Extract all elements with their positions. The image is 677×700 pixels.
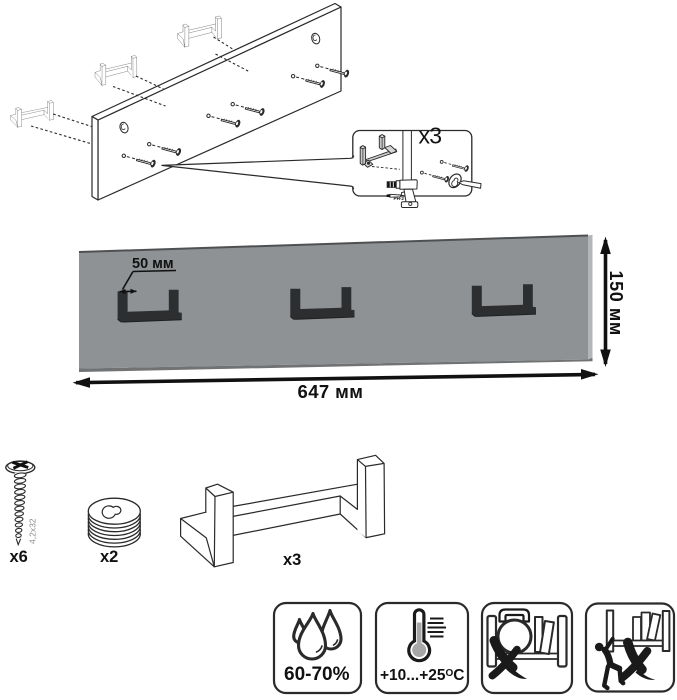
svg-text:PH-2: PH-2	[394, 196, 405, 201]
svg-text:150 мм: 150 мм	[606, 271, 626, 336]
svg-text:647 мм: 647 мм	[298, 381, 364, 402]
svg-text:60-70%: 60-70%	[284, 664, 350, 685]
svg-text:+10...+25OC: +10...+25OC	[380, 667, 465, 684]
svg-text:x3: x3	[283, 551, 301, 569]
svg-text:x6: x6	[10, 548, 28, 566]
svg-text:x2: x2	[100, 548, 118, 566]
svg-text:x3: x3	[419, 123, 442, 149]
svg-text:4,2x32: 4,2x32	[28, 518, 38, 544]
svg-text:50 мм: 50 мм	[132, 256, 174, 272]
